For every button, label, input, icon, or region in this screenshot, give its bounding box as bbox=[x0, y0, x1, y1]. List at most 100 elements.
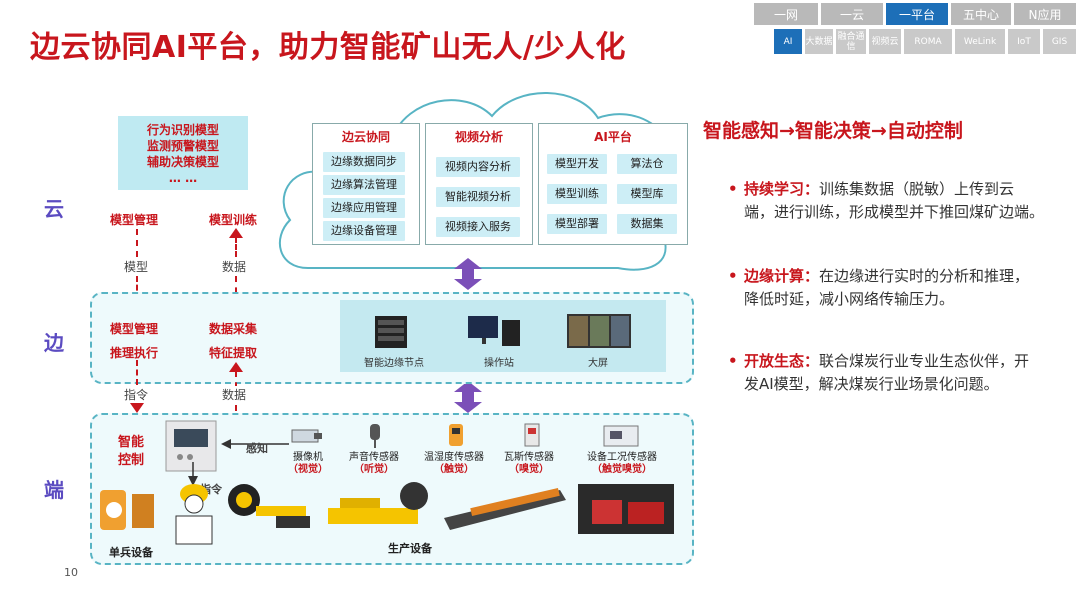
sensor-sense: （听觉） bbox=[354, 464, 394, 475]
tier-label-end: 端 bbox=[44, 478, 64, 502]
edge-data-collection: 数据采集 bbox=[209, 322, 258, 336]
model-item: 行为识别模型 bbox=[146, 123, 219, 137]
equipment-sensor-icon bbox=[603, 425, 639, 447]
edge-algo-mgmt-button[interactable]: 边缘算法管理 bbox=[323, 175, 405, 195]
cloud-group-title: 边云协同 bbox=[341, 130, 390, 144]
bullet-continuous-learning: • 持续学习：训练集数据（脱敏）上传到云端，进行训练，形成模型并下推回煤矿边端。 bbox=[728, 178, 1045, 224]
video-content-analysis-button[interactable]: 视频内容分析 bbox=[436, 157, 520, 177]
mine-locomotive-image bbox=[578, 484, 674, 534]
smart-video-analysis-button[interactable]: 智能视频分析 bbox=[436, 187, 520, 207]
sensor-camera: 摄像机（视觉） bbox=[288, 452, 328, 476]
arrow-up-icon bbox=[229, 228, 243, 238]
sensor-name: 设备工况传感器 bbox=[587, 452, 657, 463]
video-access-service-button[interactable]: 视频接入服务 bbox=[436, 217, 520, 237]
flow-label-model: 模型 bbox=[124, 260, 149, 274]
nav-sub-ai[interactable]: AI bbox=[774, 29, 802, 54]
nav-sub-bigdata[interactable]: 大数据 bbox=[805, 29, 833, 54]
tier-label-edge: 边 bbox=[44, 331, 64, 355]
edge-app-mgmt-button[interactable]: 边缘应用管理 bbox=[323, 198, 405, 218]
camera-icon bbox=[291, 429, 322, 443]
miner-worker-image bbox=[175, 484, 213, 545]
edge-feature-extraction: 特征提取 bbox=[209, 346, 258, 360]
nav-sub-welink[interactable]: WeLink bbox=[955, 29, 1005, 54]
page-number: 10 bbox=[64, 566, 78, 579]
sensor-sound: 声音传感器（听觉） bbox=[349, 452, 399, 476]
sensor-name: 声音传感器 bbox=[349, 452, 399, 463]
model-item-more: … … bbox=[168, 171, 198, 185]
sense-label: 感知 bbox=[246, 442, 268, 455]
nav-tab-platform[interactable]: 一平台 bbox=[886, 3, 948, 25]
model-deploy-button[interactable]: 模型部署 bbox=[547, 214, 607, 234]
bullet-heading: 边缘计算： bbox=[744, 267, 820, 285]
roadheader-image bbox=[228, 484, 310, 528]
edge-inference: 推理执行 bbox=[110, 346, 159, 360]
nav-tab-apps[interactable]: N应用 bbox=[1014, 3, 1076, 25]
flow-label-data-up: 数据 bbox=[222, 386, 247, 403]
cloud-group-title: 视频分析 bbox=[454, 130, 503, 144]
individual-equipment-label: 单兵设备 bbox=[109, 546, 153, 559]
bullet-edge-computing: • 边缘计算：在边缘进行实时的分析和推理，降低时延，减小网络传输压力。 bbox=[728, 265, 1044, 311]
control-cabinet-icon bbox=[165, 420, 217, 472]
model-training-button[interactable]: 模型训练 bbox=[547, 184, 607, 204]
dataset-button[interactable]: 数据集 bbox=[617, 214, 677, 234]
nav-sub-gis[interactable]: GIS bbox=[1043, 29, 1076, 54]
sensor-sense: （视觉） bbox=[288, 464, 328, 475]
bullet-text: 在边缘进行实时的分析和推理，降低时延，减小网络传输压力。 bbox=[744, 267, 1030, 308]
edge-data-sync-button[interactable]: 边缘数据同步 bbox=[323, 152, 405, 172]
cloud-model-management: 模型管理 bbox=[110, 213, 159, 227]
model-item: 监测预警模型 bbox=[146, 139, 219, 153]
edge-model-management: 模型管理 bbox=[110, 322, 159, 336]
model-dev-button[interactable]: 模型开发 bbox=[547, 154, 607, 174]
bullet-heading: 持续学习： bbox=[744, 180, 820, 198]
nav-sub-iot[interactable]: IoT bbox=[1008, 29, 1040, 54]
bullet-text: 联合煤炭行业专业生态伙伴，开发AI模型，解决煤炭行业场景化问题。 bbox=[744, 352, 1030, 393]
arrow-up-icon bbox=[229, 362, 243, 372]
nav-tab-network[interactable]: 一网 bbox=[754, 3, 818, 25]
smart-control-label: 控制 bbox=[118, 453, 145, 468]
sensor-temp-humidity: 温湿度传感器（触觉） bbox=[424, 452, 484, 476]
workstation-icon bbox=[468, 316, 520, 346]
dash-line bbox=[136, 360, 138, 404]
bullet-text: 训练集数据（脱敏）上传到云端，进行训练，形成模型并下推回煤矿边端。 bbox=[744, 180, 1045, 221]
bullet-dot-icon: • bbox=[728, 352, 738, 370]
sensor-sense: （嗅觉） bbox=[509, 464, 549, 475]
nav-sub-video-cloud[interactable]: 视频云 bbox=[869, 29, 901, 54]
algo-repo-button[interactable]: 算法仓 bbox=[617, 154, 677, 174]
bullet-open-ecosystem: • 开放生态：联合煤炭行业专业生态伙伴，开发AI模型，解决煤炭行业场景化问题。 bbox=[728, 350, 1044, 396]
microphone-icon bbox=[370, 424, 380, 448]
flow-label-command: 指令 bbox=[124, 386, 149, 403]
nav-sub-converged-comm[interactable]: 融合通信 bbox=[836, 29, 866, 54]
dash-line bbox=[235, 237, 237, 257]
sensor-name: 摄像机 bbox=[293, 452, 323, 463]
smart-control-label: 智能 bbox=[118, 435, 145, 450]
gas-sensor-icon bbox=[524, 423, 540, 447]
sensor-sense: （触觉） bbox=[434, 464, 474, 475]
model-library-button[interactable]: 模型库 bbox=[617, 184, 677, 204]
arrow-down-icon bbox=[130, 403, 144, 413]
model-list-box: 行为识别模型 监测预警模型 辅助决策模型 … … bbox=[118, 116, 248, 190]
device-label-workstation: 操作站 bbox=[484, 358, 514, 369]
edge-device-mgmt-button[interactable]: 边缘设备管理 bbox=[323, 221, 405, 241]
double-arrow-icon bbox=[454, 381, 482, 413]
device-label-edge-node: 智能边缘节点 bbox=[364, 358, 424, 369]
sensor-equipment: 设备工况传感器（触觉嗅觉） bbox=[587, 452, 657, 476]
nav-sub-roma[interactable]: ROMA bbox=[904, 29, 952, 54]
dash-line bbox=[136, 229, 138, 257]
bullet-heading: 开放生态： bbox=[744, 352, 820, 370]
right-section-title: 智能感知→智能决策→自动控制 bbox=[703, 120, 963, 142]
nav-tab-centers[interactable]: 五中心 bbox=[951, 3, 1011, 25]
sensor-sense: （触觉嗅觉） bbox=[592, 464, 652, 475]
cloud-group-title: AI平台 bbox=[594, 130, 632, 144]
nav-tab-cloud[interactable]: 一云 bbox=[821, 3, 883, 25]
sensor-gas: 瓦斯传感器（嗅觉） bbox=[504, 452, 554, 476]
arrow-down-icon bbox=[188, 462, 198, 486]
double-arrow-icon bbox=[454, 258, 482, 290]
individual-gear-image bbox=[100, 490, 154, 530]
page-title: 边云协同AI平台，助力智能矿山无人/少人化 bbox=[30, 30, 626, 65]
flow-label-data: 数据 bbox=[222, 260, 247, 274]
model-item: 辅助决策模型 bbox=[146, 155, 219, 169]
tier-label-cloud: 云 bbox=[44, 197, 64, 221]
bullet-dot-icon: • bbox=[728, 267, 738, 285]
production-equipment-label: 生产设备 bbox=[388, 542, 432, 555]
shearer-image bbox=[328, 482, 428, 524]
